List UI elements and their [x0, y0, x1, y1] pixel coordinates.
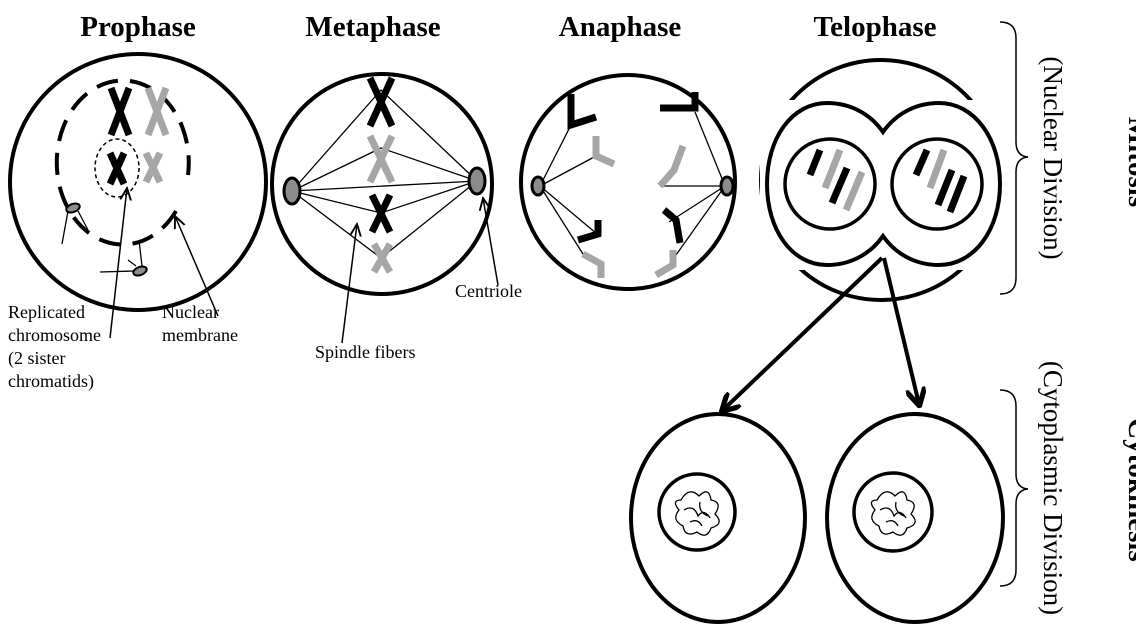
telophase-daughter-nuclei	[760, 100, 1010, 270]
cytokinesis-bracket	[1000, 390, 1028, 586]
chromatid-light-right-2	[656, 250, 673, 275]
label-replicated-line3: (2 sister	[8, 348, 66, 369]
chromosome-light-1	[370, 136, 392, 182]
chromosome-dark-1	[111, 88, 129, 135]
chromatid-light-left-1	[596, 136, 614, 164]
mitosis-subtitle: (Nuclear Division)	[1038, 56, 1068, 259]
centriole-left	[532, 177, 544, 195]
telophase-title: Telophase	[813, 11, 936, 43]
centriole-right	[721, 177, 733, 195]
label-centriole: Centriole	[455, 281, 522, 301]
label-nuclear-line2: membrane	[162, 325, 238, 345]
chromosome-light-2	[374, 244, 390, 272]
chromatin	[871, 492, 915, 535]
chromatin	[675, 492, 719, 535]
label-replicated-line1: Replicated	[8, 302, 85, 322]
arrow-to-daughter-left	[723, 258, 882, 410]
label-replicated-line4: chromatids)	[8, 371, 94, 392]
chromatid-dark-left-1	[571, 94, 596, 125]
label-spindle-fibers: Spindle fibers	[315, 342, 416, 362]
metaphase-cell	[272, 74, 498, 343]
daughter-nucleus	[659, 474, 735, 550]
metaphase-title: Metaphase	[305, 11, 440, 43]
cytokinesis-subtitle: (Cytoplasmic Division)	[1038, 361, 1068, 615]
anaphase-cell	[521, 75, 735, 289]
anaphase-title: Anaphase	[559, 11, 682, 43]
chromatid-dark-right-2	[664, 210, 680, 243]
chromosome-light-1	[148, 88, 166, 135]
daughter-cell-left	[631, 414, 805, 622]
centriole-right	[469, 168, 485, 194]
prophase-cell	[10, 54, 266, 338]
chromatid-light-left-2	[583, 254, 601, 278]
cytokinesis-title: Cytokinesis	[1122, 418, 1136, 561]
centriole-left	[284, 178, 300, 204]
label-replicated-line2: chromosome	[8, 325, 101, 345]
arrow-to-daughter-right	[884, 258, 919, 404]
daughter-cell-right	[827, 414, 1003, 622]
prophase-title: Prophase	[80, 11, 196, 43]
mitosis-title: Mitosis	[1122, 117, 1136, 207]
daughter-nucleus	[854, 473, 932, 551]
label-nuclear-line1: Nuclear	[162, 302, 219, 322]
chromosome-dark-2	[110, 153, 124, 184]
chromosome-dark-2	[372, 195, 390, 232]
chromosome-light-2	[146, 153, 160, 182]
chromatid-dark-left-2	[578, 220, 598, 240]
chromosome-dark-1	[370, 78, 392, 126]
chromatid-light-right-1	[660, 146, 683, 186]
centriole-right	[132, 265, 148, 277]
